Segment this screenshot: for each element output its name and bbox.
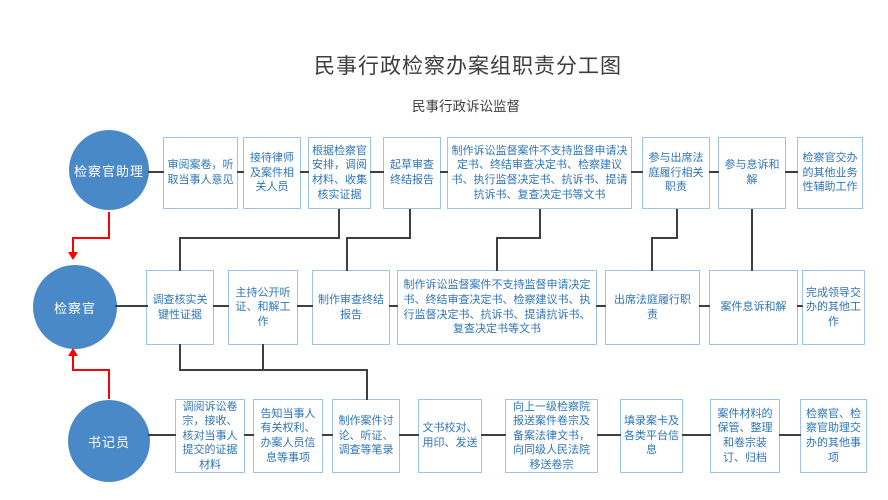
connector-line bbox=[539, 209, 541, 239]
connector-line bbox=[682, 434, 711, 436]
connector-line bbox=[699, 305, 710, 307]
connector-line bbox=[179, 344, 181, 371]
connector-line bbox=[651, 237, 678, 239]
connector-line bbox=[179, 237, 181, 271]
connector-line bbox=[597, 434, 621, 436]
task-box-assistant-4: 起草审查终结报告 bbox=[383, 137, 441, 209]
flow-arrow-line bbox=[108, 212, 110, 239]
connector-line bbox=[496, 237, 498, 271]
connector-line bbox=[244, 434, 254, 436]
task-box-prosecutor-5: 出席法庭履行职责 bbox=[605, 270, 700, 345]
connector-line bbox=[779, 434, 801, 436]
connector-line bbox=[148, 171, 164, 173]
connector-line bbox=[346, 237, 411, 239]
connector-line bbox=[676, 209, 678, 239]
task-box-assistant-7: 参与息诉和解 bbox=[718, 137, 786, 209]
role-circle-clerk: 书记员 bbox=[68, 400, 150, 482]
connector-line bbox=[797, 305, 803, 307]
connector-line bbox=[115, 305, 148, 307]
flow-arrow-line bbox=[72, 369, 110, 371]
connector-line bbox=[322, 434, 333, 436]
connector-line bbox=[399, 434, 419, 436]
task-box-clerk-5: 向上一级检察院报送案件卷宗及备案法律文书，向同级人民法院移送卷宗 bbox=[505, 399, 598, 473]
task-box-clerk-6: 填录案卡及各类平台信息 bbox=[620, 399, 683, 473]
connector-line bbox=[651, 237, 653, 271]
task-box-prosecutor-1: 调查核实关键性证据 bbox=[146, 270, 214, 345]
task-box-clerk-8: 检察官、检察官助理交办的其他事项 bbox=[800, 399, 867, 473]
connector-line bbox=[297, 305, 313, 307]
task-box-assistant-5: 制作诉讼监督案件不支持监督申请决定书、终结审查决定书、检察建议书、执行监督决定书… bbox=[447, 137, 632, 209]
flow-arrow-line bbox=[72, 237, 74, 254]
connector-line bbox=[596, 305, 606, 307]
connector-line bbox=[213, 305, 229, 307]
task-box-assistant-3: 根据检察官安排，调阅材料、收集核实证据 bbox=[308, 137, 371, 209]
connector-line bbox=[496, 237, 541, 239]
role-circle-prosecutor: 检察官 bbox=[33, 265, 117, 349]
connector-line bbox=[440, 171, 448, 173]
connector-line bbox=[751, 209, 753, 271]
task-box-prosecutor-6: 案件息诉和解 bbox=[709, 270, 798, 345]
task-box-assistant-6: 参与出席法庭履行相关职责 bbox=[642, 137, 710, 209]
flow-arrow-line bbox=[72, 355, 74, 371]
connector-line bbox=[481, 434, 506, 436]
connector-line bbox=[409, 209, 411, 239]
connector-line bbox=[148, 434, 176, 436]
task-box-prosecutor-7: 完成领导交办的其他工作 bbox=[802, 270, 865, 345]
task-box-clerk-4: 文书校对、用印、发送 bbox=[418, 399, 482, 473]
arrow-up-icon bbox=[68, 348, 78, 356]
diagram-title: 民事行政检察办案组职责分工图 bbox=[314, 55, 622, 78]
task-box-prosecutor-3: 制作审查终结报告 bbox=[312, 270, 390, 345]
connector-line bbox=[366, 369, 368, 400]
connector-line bbox=[262, 344, 264, 371]
connector-line bbox=[346, 237, 348, 271]
connector-line bbox=[370, 171, 384, 173]
flow-arrow-line bbox=[72, 237, 110, 239]
connector-line bbox=[300, 171, 309, 173]
task-box-prosecutor-2: 主持公开听证、和解工作 bbox=[228, 270, 298, 345]
task-box-prosecutor-4: 制作诉讼监督案件不支持监督申请决定书、终结审查决定书、检察建议书、执行监督决定书… bbox=[397, 270, 597, 345]
task-box-clerk-3: 制作案件讨论、听证、调查等笔录 bbox=[332, 399, 400, 473]
connector-line bbox=[631, 171, 643, 173]
task-box-assistant-1: 审阅案卷，听取当事人意见 bbox=[163, 137, 238, 209]
connector-line bbox=[389, 305, 398, 307]
task-box-assistant-8: 检察官交办的其他业务性辅助工作 bbox=[797, 137, 863, 209]
connector-line bbox=[179, 369, 368, 371]
flow-arrow-line bbox=[108, 371, 110, 399]
task-box-clerk-7: 案件材料的保管、整理和卷宗装订、归档 bbox=[710, 399, 780, 473]
diagram-subtitle: 民事行政诉讼监督 bbox=[412, 99, 520, 114]
task-box-clerk-2: 告知当事人有关权利、办案人员信息等事项 bbox=[253, 399, 323, 473]
connector-line bbox=[338, 209, 340, 239]
arrow-down-icon bbox=[68, 252, 78, 260]
task-box-assistant-2: 接待律师及案件相关人员 bbox=[243, 137, 301, 209]
role-circle-assistant: 检察官助理 bbox=[69, 130, 149, 210]
connector-line bbox=[237, 171, 244, 173]
connector-line bbox=[709, 171, 719, 173]
connector-line bbox=[179, 237, 340, 239]
task-box-clerk-1: 调阅诉讼卷宗，接收、核对当事人提交的证据材料 bbox=[175, 399, 245, 473]
connector-line bbox=[785, 171, 798, 173]
